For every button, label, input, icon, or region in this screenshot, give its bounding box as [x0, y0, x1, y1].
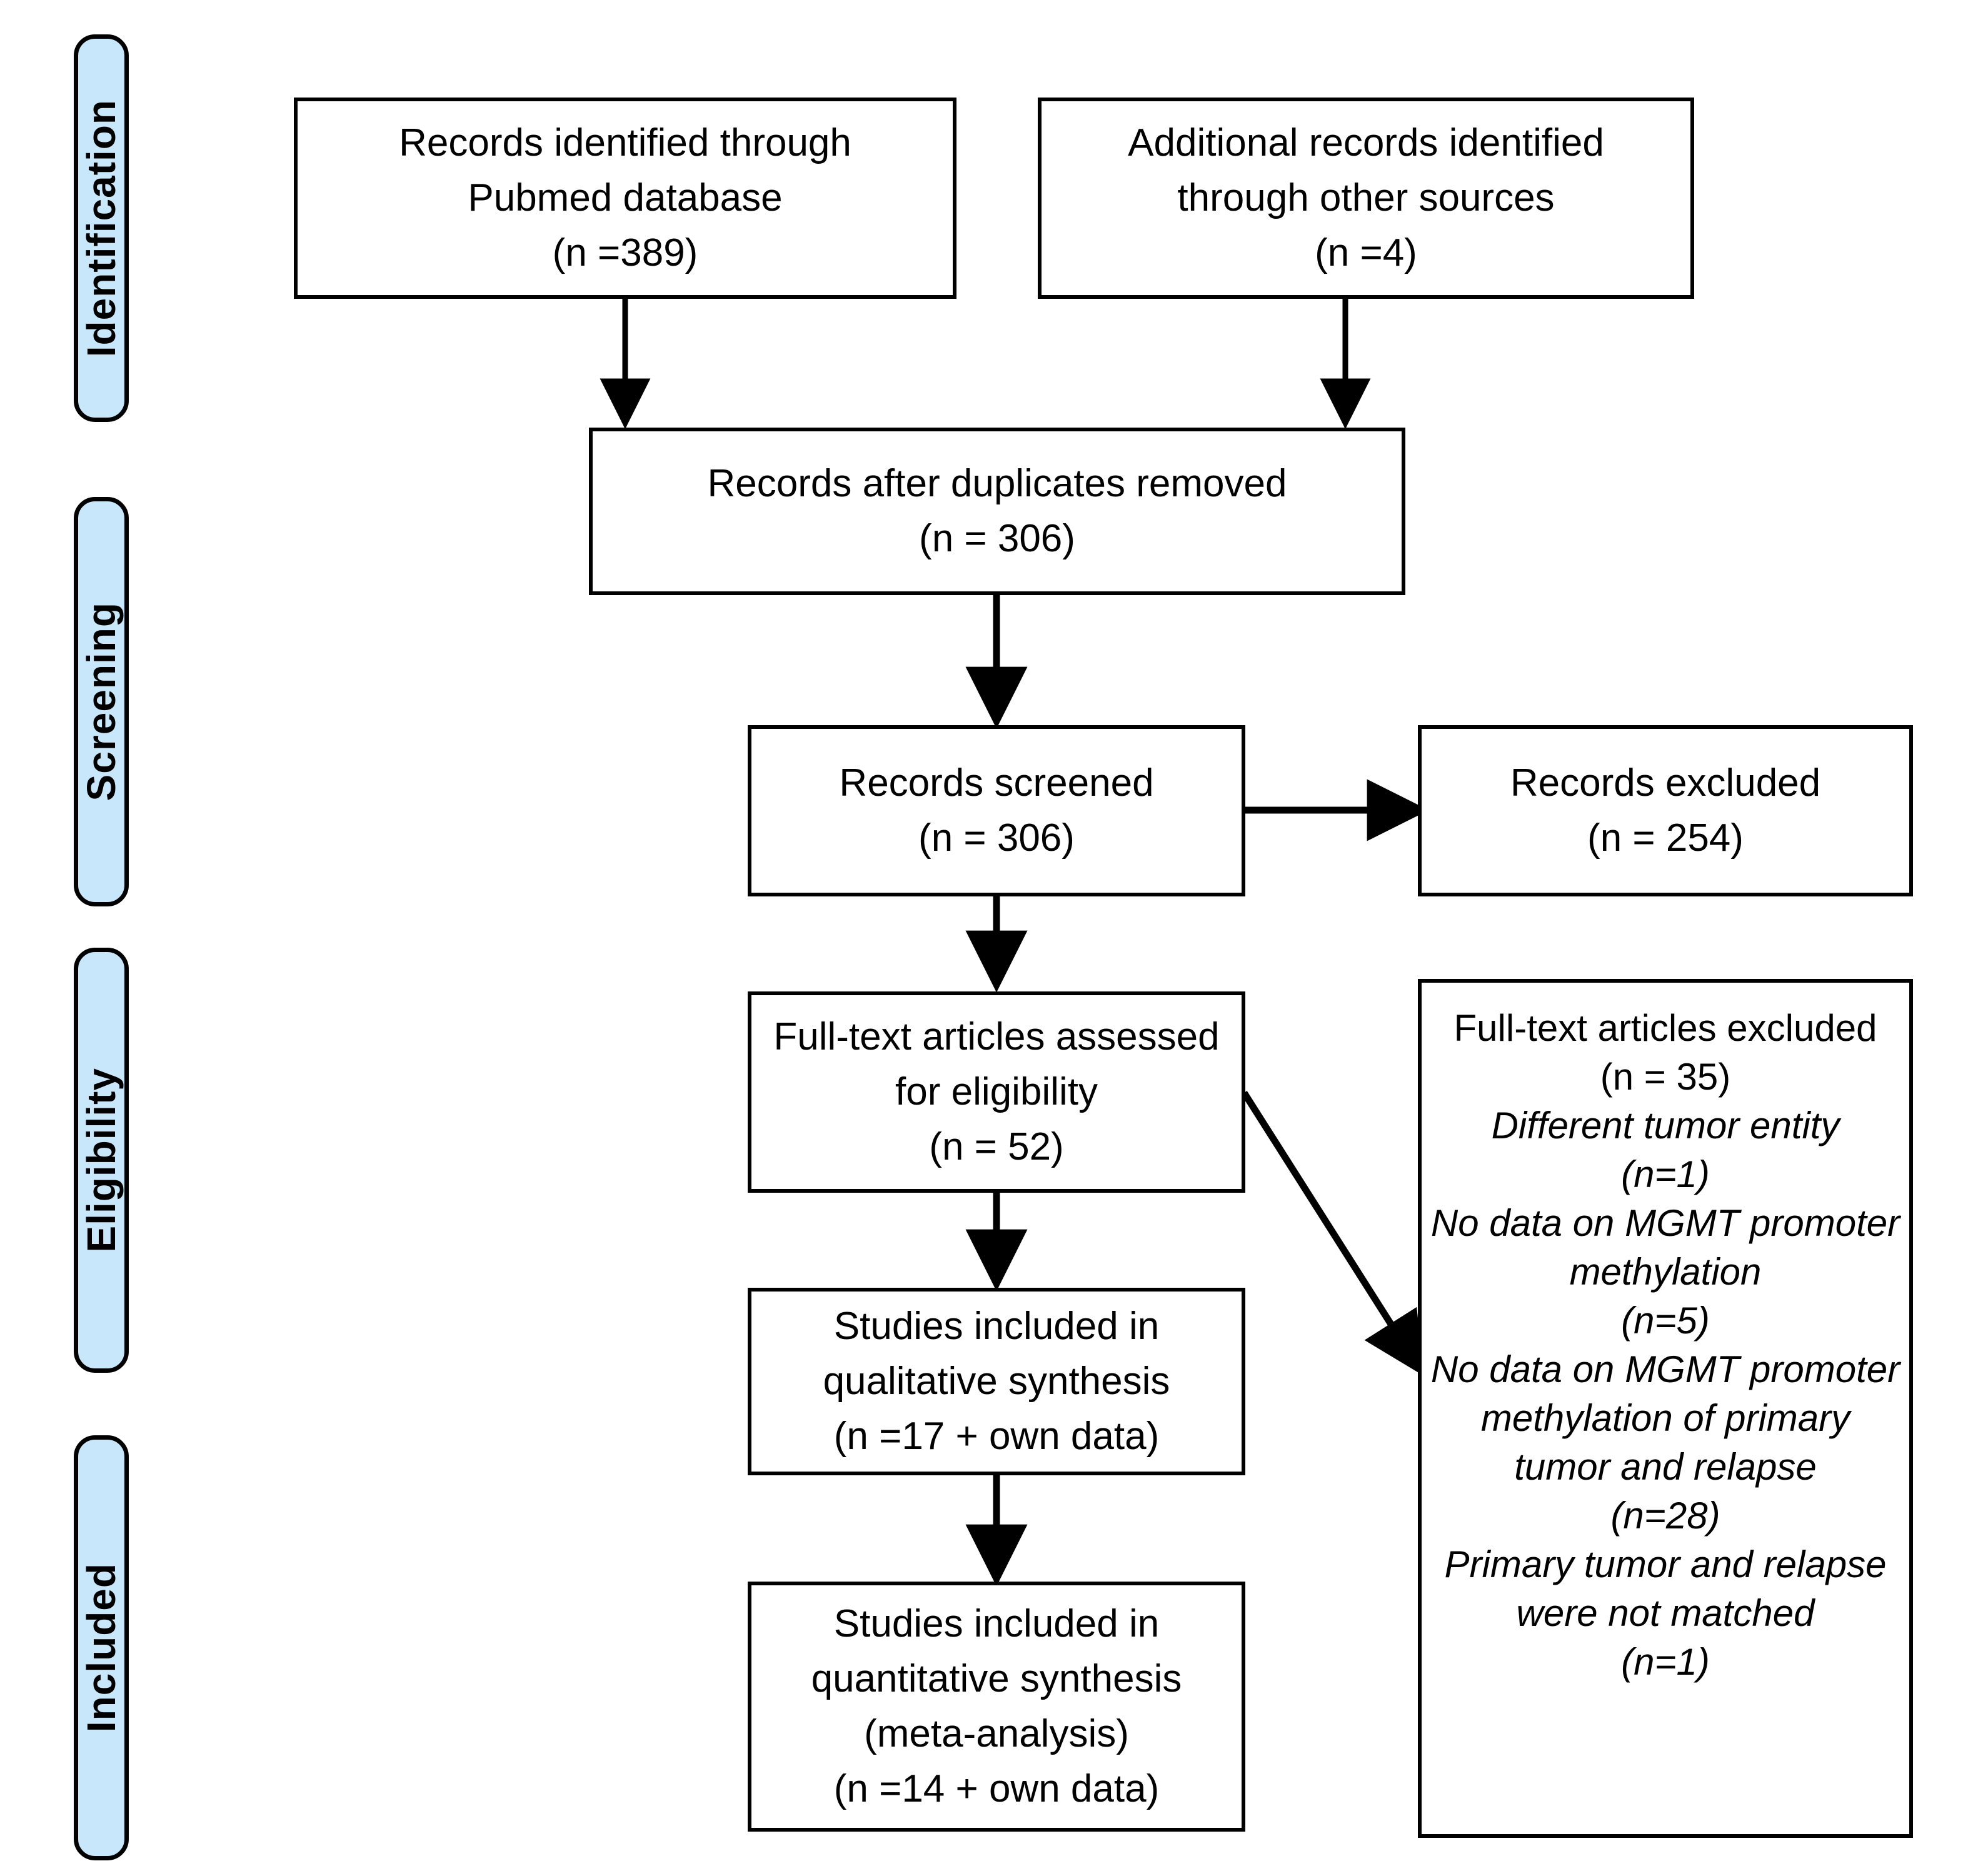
box-quantitative-synthesis-count: (n =14 + own data)	[833, 1767, 1160, 1811]
box-fulltext-excluded-reason-line-12: (n=1)	[1621, 1641, 1710, 1683]
box-fulltext-excluded-reason-line-3: No data on MGMT promoter	[1430, 1202, 1900, 1244]
box-qualitative-synthesis-line-2: qualitative synthesis	[823, 1359, 1170, 1403]
box-fulltext-excluded-reason-line-7: methylation of primary	[1480, 1397, 1850, 1439]
box-fulltext-excluded-reason-line-11: were not matched	[1516, 1592, 1815, 1634]
box-additional-records-line-2: through other sources	[1177, 176, 1555, 219]
box-records-excluded: Records excluded (n = 254)	[1418, 725, 1913, 896]
box-records-excluded-line-1: Records excluded	[1510, 761, 1821, 805]
box-duplicates-removed-count: (n = 306)	[919, 517, 1075, 560]
box-records-identified-line-1: Records identified through	[399, 121, 851, 164]
box-qualitative-synthesis-count: (n =17 + own data)	[833, 1415, 1160, 1458]
stage-label-identification: Identification	[79, 99, 124, 358]
box-fulltext-assessed-count: (n = 52)	[929, 1125, 1064, 1169]
stage-label-eligibility: Eligibility	[79, 1068, 124, 1253]
stage-pill-identification: Identification	[74, 34, 129, 422]
box-fulltext-excluded: Full-text articles excluded (n = 35) Dif…	[1418, 979, 1913, 1838]
box-records-identified-count: (n =389)	[552, 231, 698, 275]
stage-pill-screening: Screening	[74, 497, 129, 906]
box-records-screened-count: (n = 306)	[918, 816, 1075, 860]
box-fulltext-excluded-reason-line-2: (n=1)	[1621, 1153, 1710, 1195]
stage-pill-eligibility: Eligibility	[74, 948, 129, 1373]
box-quantitative-synthesis-line-2: quantitative synthesis	[811, 1657, 1182, 1700]
stage-label-screening: Screening	[79, 602, 124, 801]
box-fulltext-excluded-reason-line-5: (n=5)	[1621, 1300, 1710, 1342]
box-fulltext-excluded-reason-line-4: methylation	[1569, 1251, 1762, 1293]
box-records-excluded-count: (n = 254)	[1587, 816, 1744, 860]
box-fulltext-excluded-reason-line-9: (n=28)	[1610, 1495, 1720, 1537]
box-fulltext-excluded-reason-line-6: No data on MGMT promoter	[1430, 1348, 1900, 1390]
box-fulltext-excluded-reason-line-1: Different tumor entity	[1491, 1105, 1840, 1146]
box-fulltext-excluded-header: Full-text articles excluded	[1453, 1007, 1877, 1049]
box-additional-records: Additional records identified through ot…	[1038, 98, 1694, 299]
box-fulltext-excluded-count: (n = 35)	[1600, 1056, 1731, 1098]
box-fulltext-assessed: Full-text articles assessed for eligibil…	[748, 991, 1245, 1193]
box-fulltext-excluded-reason-line-8: tumor and relapse	[1514, 1446, 1817, 1488]
arrow-fulltext-to-fulltext-excluded	[1241, 1091, 1424, 1376]
stage-label-included: Included	[79, 1563, 124, 1733]
box-quantitative-synthesis: Studies included in quantitative synthes…	[748, 1582, 1245, 1832]
box-additional-records-count: (n =4)	[1315, 231, 1417, 275]
box-records-screened: Records screened (n = 306)	[748, 725, 1245, 896]
box-fulltext-excluded-reason-line-10: Primary tumor and relapse	[1444, 1543, 1887, 1585]
box-quantitative-synthesis-line-3: (meta-analysis)	[864, 1712, 1129, 1755]
box-qualitative-synthesis-line-1: Studies included in	[833, 1304, 1160, 1348]
box-duplicates-removed: Records after duplicates removed (n = 30…	[589, 428, 1405, 595]
box-qualitative-synthesis: Studies included in qualitative synthesi…	[748, 1288, 1245, 1475]
box-additional-records-line-1: Additional records identified	[1128, 121, 1604, 164]
box-records-identified: Records identified through Pubmed databa…	[294, 98, 956, 299]
box-fulltext-assessed-line-1: Full-text articles assessed	[773, 1015, 1220, 1058]
box-fulltext-assessed-line-2: for eligibility	[895, 1070, 1098, 1113]
box-duplicates-removed-line-1: Records after duplicates removed	[707, 461, 1287, 505]
stage-pill-included: Included	[74, 1435, 129, 1860]
box-records-screened-line-1: Records screened	[839, 761, 1154, 805]
box-quantitative-synthesis-line-1: Studies included in	[833, 1602, 1160, 1645]
box-records-identified-line-2: Pubmed database	[468, 176, 783, 219]
